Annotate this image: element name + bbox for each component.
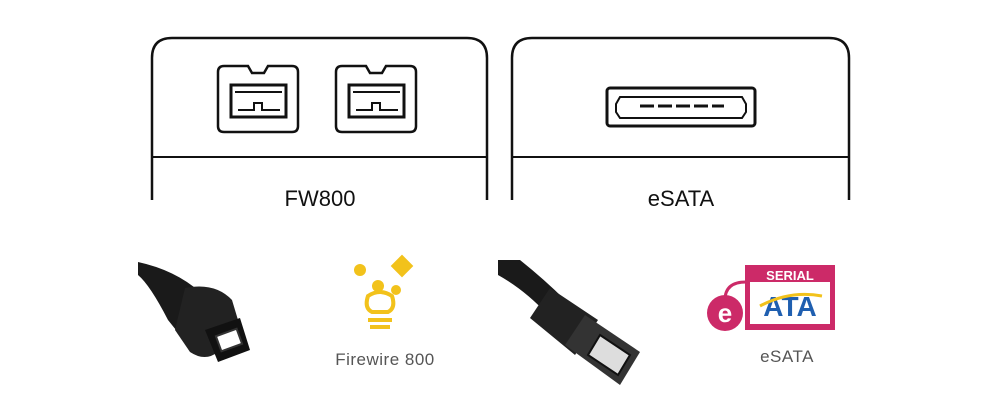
sata-logo-serial: SERIAL bbox=[766, 268, 814, 283]
fw800-port-1 bbox=[216, 64, 300, 134]
sata-logo-e: e bbox=[718, 298, 732, 328]
fw800-port-2 bbox=[334, 64, 418, 134]
fw800-panel bbox=[150, 36, 489, 200]
esata-caption: eSATA bbox=[760, 347, 814, 366]
esata-port bbox=[605, 86, 757, 128]
esata-label: eSATA bbox=[647, 186, 715, 211]
esata-panel bbox=[510, 36, 851, 200]
fw800-label: FW800 bbox=[284, 186, 356, 211]
esata-cable-image bbox=[498, 260, 640, 385]
sata-logo: e SERIAL ATA bbox=[707, 265, 835, 331]
firewire-cable-image bbox=[138, 262, 250, 362]
firewire-logo bbox=[354, 254, 414, 329]
firewire-caption: Firewire 800 bbox=[335, 350, 435, 369]
